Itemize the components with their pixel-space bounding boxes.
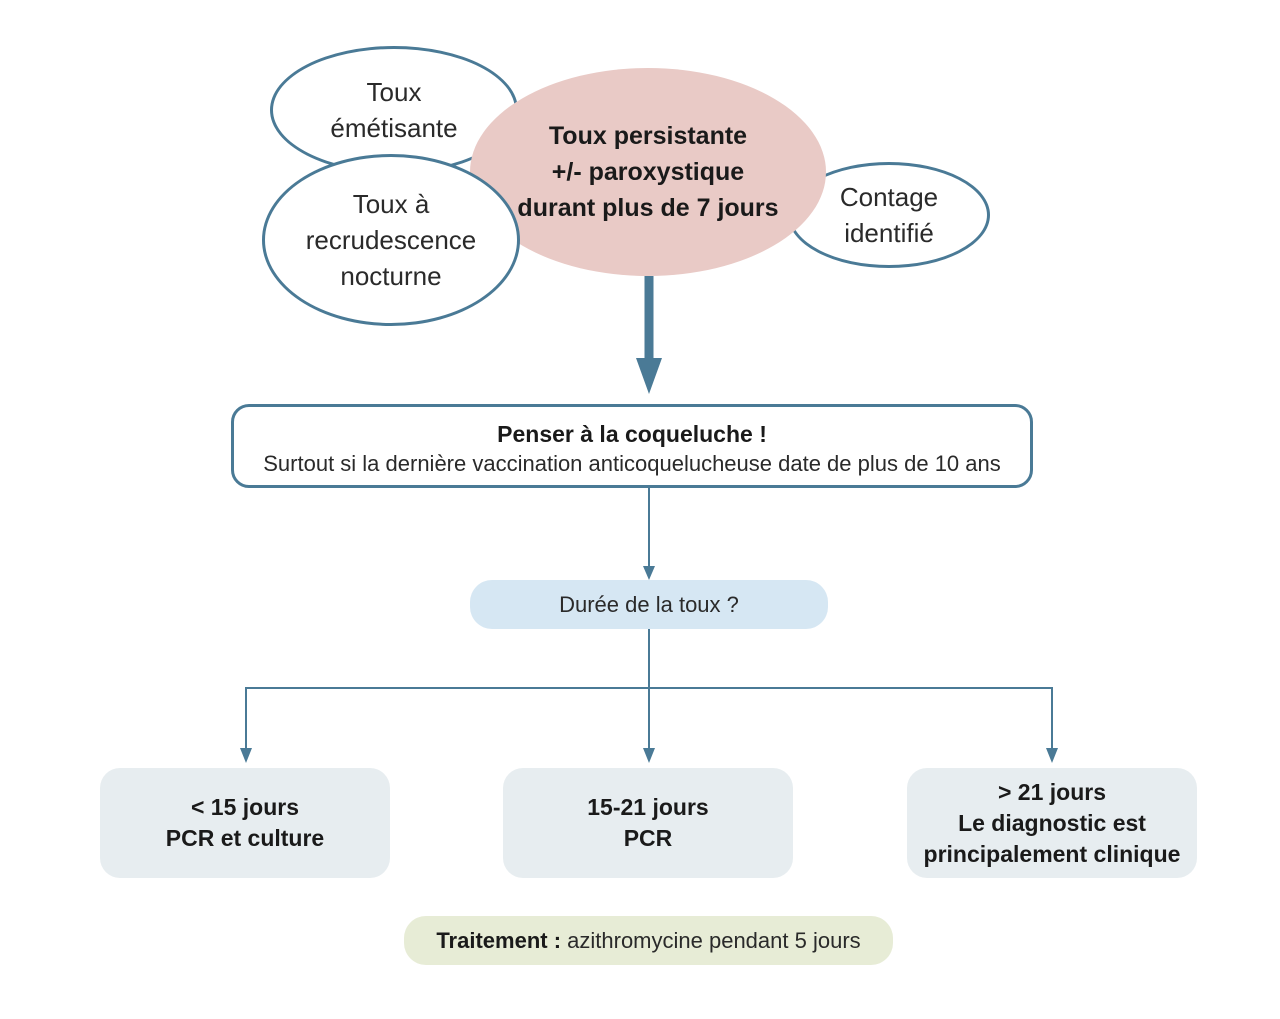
- arrow-head-right: [1046, 748, 1058, 763]
- symptom-line: recrudescence: [305, 225, 477, 255]
- treatment-box: Traitement : azithromycine pendant 5 jou…: [404, 916, 893, 965]
- arrow-to-question: [643, 488, 655, 580]
- penser-title: Penser à la coqueluche !: [497, 421, 767, 447]
- symptom-line: émétisante: [330, 113, 458, 143]
- symptom-main: Toux persistante +/- paroxystique durant…: [470, 68, 826, 276]
- result-box-15-21: 15-21 jours PCR: [503, 768, 793, 878]
- symptom-line: Contage: [839, 182, 939, 212]
- result-line: PCR et culture: [165, 825, 325, 851]
- result-line: 15-21 jours: [587, 794, 709, 820]
- result-line: > 21 jours: [997, 778, 1107, 805]
- symptom-line: Toux: [366, 77, 422, 107]
- result-box-over-21: > 21 jours Le diagnostic est principalem…: [907, 768, 1197, 878]
- symptom-line: Toux à: [352, 189, 430, 219]
- symptom-line: Toux persistante: [548, 122, 748, 150]
- treatment-label: Traitement :: [436, 928, 562, 953]
- symptom-line: identifié: [844, 218, 934, 248]
- result-line: < 15 jours: [190, 794, 300, 820]
- symptom-recrudescence: Toux à recrudescence nocturne: [262, 154, 520, 326]
- result-line: principalement clinique: [923, 840, 1181, 867]
- arrow-head-left: [240, 748, 252, 763]
- symptom-line: durant plus de 7 jours: [517, 194, 779, 222]
- symptom-line: nocturne: [340, 261, 442, 291]
- arrow-head-middle: [643, 748, 655, 763]
- result-line: PCR: [623, 825, 673, 851]
- result-box-under-15: < 15 jours PCR et culture: [100, 768, 390, 878]
- penser-box: Penser à la coqueluche ! Surtout si la d…: [231, 404, 1033, 488]
- symptom-line: +/- paroxystique: [551, 158, 745, 186]
- symptom-contage: Contage identifié: [788, 162, 990, 268]
- thick-arrow: [636, 276, 662, 394]
- question-box: Durée de la toux ?: [470, 580, 828, 629]
- treatment-text: azithromycine pendant 5 jours: [561, 928, 861, 953]
- penser-subtitle: Surtout si la dernière vaccination antic…: [263, 451, 1001, 476]
- result-line: Le diagnostic est: [958, 809, 1146, 836]
- branch-connector: [240, 629, 1058, 763]
